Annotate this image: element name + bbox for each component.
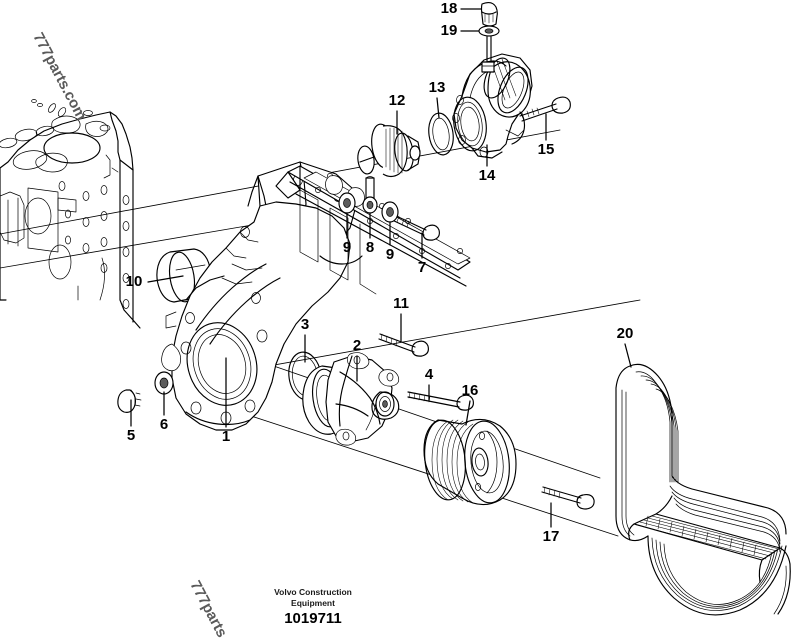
engine-block-phantom bbox=[0, 99, 141, 329]
callout-label-16: 16 bbox=[462, 382, 479, 399]
part-16-pulley bbox=[423, 418, 517, 506]
callout-label-11: 11 bbox=[393, 295, 409, 312]
part-8-stud bbox=[362, 176, 378, 214]
callout-label-20: 20 bbox=[617, 325, 634, 342]
callout-label-6: 6 bbox=[160, 416, 168, 433]
callout-label-9b: 9 bbox=[386, 246, 394, 263]
part-20-drive-belt bbox=[615, 363, 791, 616]
callout-label-12: 12 bbox=[389, 92, 406, 109]
callout-label-2: 2 bbox=[353, 337, 361, 354]
callout-label-19: 19 bbox=[441, 22, 458, 39]
part-2-water-pump bbox=[302, 352, 400, 446]
callout-label-9a: 9 bbox=[343, 239, 351, 256]
part-6-washer bbox=[154, 371, 174, 395]
footer-block: Volvo Construction Equipment 1019711 bbox=[274, 587, 352, 627]
leader-20 bbox=[624, 343, 632, 368]
part-14-thermostat-housing bbox=[452, 53, 533, 159]
callout-label-17: 17 bbox=[543, 528, 560, 545]
watermark-top-left: 777parts.com bbox=[29, 30, 89, 123]
callout-label-8: 8 bbox=[366, 239, 374, 256]
callout-label-10: 10 bbox=[126, 273, 143, 290]
part-13-o-ring bbox=[428, 112, 454, 156]
callout-label-7: 7 bbox=[418, 259, 426, 276]
callout-label-15: 15 bbox=[538, 141, 555, 158]
part-18-plug bbox=[480, 1, 498, 27]
watermark-bottom-left: 777parts.com bbox=[186, 578, 246, 638]
callout-label-14: 14 bbox=[479, 167, 496, 184]
leader-10 bbox=[147, 275, 184, 283]
part-9a-washer bbox=[338, 192, 356, 214]
leader-16 bbox=[465, 400, 471, 426]
part-12-thermostat bbox=[357, 123, 421, 178]
part-11-bolt-long bbox=[378, 333, 429, 357]
part-15-bolt bbox=[519, 96, 571, 122]
footer-company-line1: Volvo Construction bbox=[274, 587, 352, 597]
part-17-bolt bbox=[541, 486, 595, 510]
part-9b-washer bbox=[381, 201, 399, 223]
leader-13 bbox=[436, 97, 440, 119]
callout-label-1: 1 bbox=[222, 428, 230, 445]
part-5-plug bbox=[117, 389, 142, 413]
callout-label-13: 13 bbox=[429, 79, 446, 96]
callout-label-3: 3 bbox=[301, 316, 309, 333]
footer-part-number: 1019711 bbox=[284, 610, 342, 627]
callout-label-18: 18 bbox=[441, 0, 458, 17]
part-19-washer bbox=[478, 25, 500, 63]
callout-label-4: 4 bbox=[425, 366, 434, 383]
callout-label-5: 5 bbox=[127, 427, 135, 444]
footer-company-line2: Equipment bbox=[291, 598, 335, 608]
callout-layer: 1 2 3 4 5 6 7 8 9 9 bbox=[126, 0, 634, 545]
